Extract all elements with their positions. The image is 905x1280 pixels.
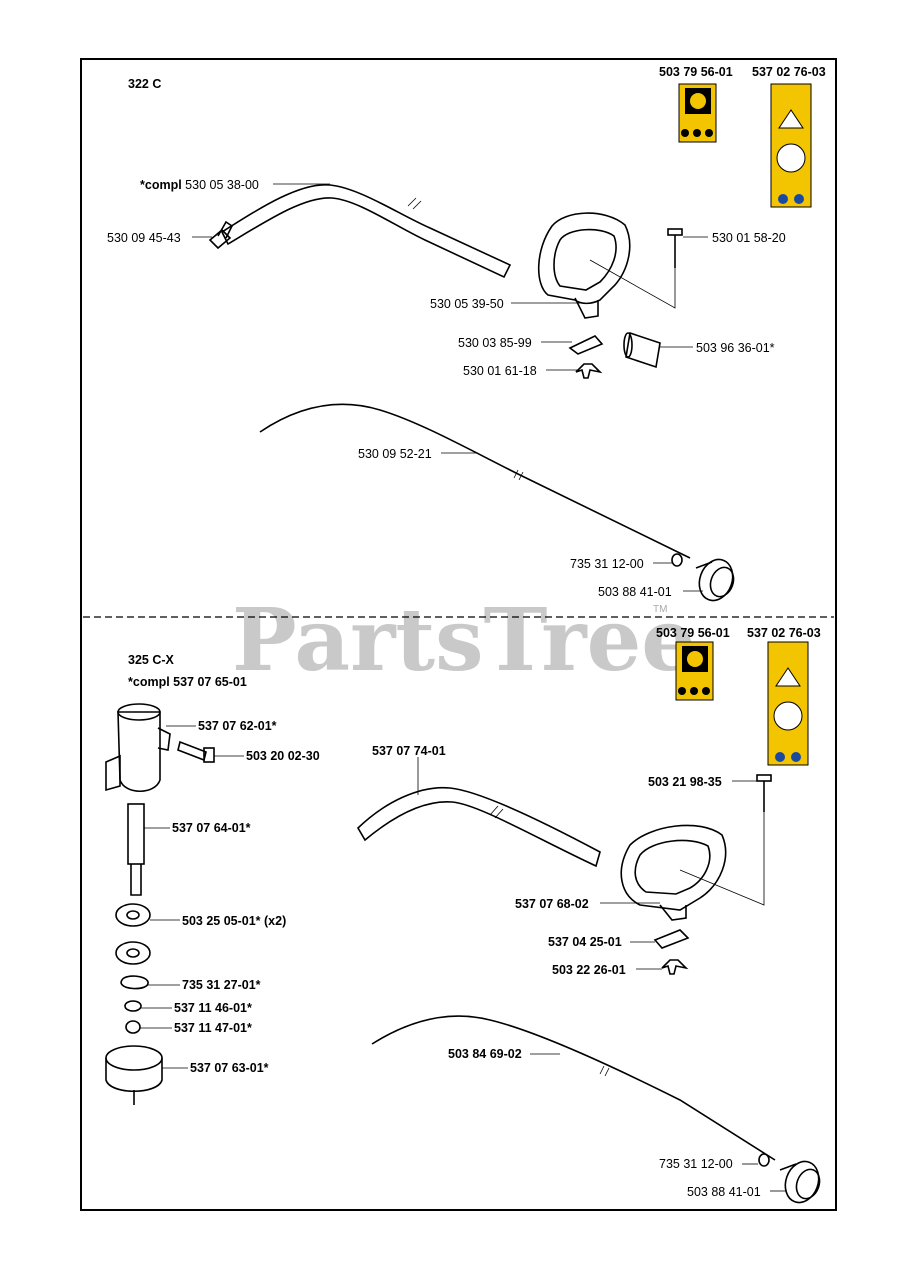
trademark: TM	[653, 604, 667, 615]
nut-325	[125, 1020, 141, 1034]
label-bearing-325: 503 25 05-01* (x2)	[182, 914, 286, 928]
tube-322	[220, 184, 512, 279]
label-washer-325: 537 11 46-01*	[174, 1001, 252, 1015]
label-tube-325: 537 07 74-01	[372, 744, 446, 758]
label-clamp-325: 537 04 25-01	[548, 935, 622, 949]
gear-housing-325	[105, 703, 171, 793]
label-screw-left-322: 530 09 45-43	[107, 231, 181, 245]
sleeve-322	[623, 331, 661, 369]
label-housing-325: 537 07 62-01*	[198, 719, 277, 733]
label-wing-nut-325: 503 22 26-01	[552, 963, 626, 977]
flex-shaft-325	[371, 1015, 776, 1161]
label-shaft-325: 503 84 69-02	[448, 1047, 522, 1061]
label-clip-322: 735 31 12-00	[570, 557, 644, 571]
model-title-325cx: 325 C-X	[128, 653, 175, 667]
compl-label-325cx: *compl 537 07 65-01	[128, 675, 247, 689]
decal-label-1: 503 79 56-01	[659, 65, 733, 79]
diagram-frame	[80, 58, 837, 1211]
label-housing-screw-325: 503 20 02-30	[246, 749, 320, 763]
label-clip-325: 735 31 12-00	[659, 1157, 733, 1171]
shaft-stub-325	[127, 803, 145, 896]
housing-screw-325	[177, 740, 215, 763]
model-title-322c: 322 C	[128, 77, 161, 91]
decal-label-1-325: 503 79 56-01	[656, 626, 730, 640]
clamp-322	[568, 335, 604, 355]
clamp-325	[653, 929, 690, 949]
bolt-325	[756, 774, 772, 812]
warning-decal-small-325	[675, 641, 714, 701]
label-nut-325: 537 11 47-01*	[174, 1021, 252, 1035]
decal-label-2-325: 537 02 76-03	[747, 626, 821, 640]
warning-decal-tall	[770, 83, 812, 208]
label-handle-325: 537 07 68-02	[515, 897, 589, 911]
bearing-325	[115, 903, 151, 965]
clip-322	[671, 553, 683, 567]
screw-left-322	[208, 220, 234, 250]
tube-325	[356, 786, 601, 868]
label-knob-322: 503 88 41-01	[598, 585, 672, 599]
knob-325	[779, 1160, 821, 1204]
handle-325	[620, 824, 727, 911]
watermark: PartsTree	[232, 590, 696, 691]
label-bolt-325: 503 21 98-35	[648, 775, 722, 789]
label-drive-325: 537 07 63-01*	[190, 1061, 269, 1075]
label-handle-322: 530 05 39-50	[430, 297, 504, 311]
flex-shaft-322	[259, 403, 691, 559]
label-knob-325: 503 88 41-01	[687, 1185, 761, 1199]
label-shaft-stub-325: 537 07 64-01*	[172, 821, 251, 835]
warning-decal-tall-325	[767, 641, 809, 766]
circlip-325	[120, 975, 149, 990]
label-tube-322: *compl 530 05 38-00	[140, 178, 259, 192]
clip-325	[758, 1153, 770, 1167]
decal-label-2: 537 02 76-03	[752, 65, 826, 79]
warning-decal-small	[678, 83, 717, 143]
washer-325	[124, 1000, 142, 1012]
section-325cx: 325 C-X *compl 537 07 65-01 503 79 56-01…	[105, 626, 821, 1204]
label-sleeve-322: 503 96 36-01*	[696, 341, 775, 355]
wing-nut-325	[661, 959, 689, 975]
label-circlip-325: 735 31 27-01*	[182, 978, 261, 992]
section-322c: 322 C 503 79 56-01 537 02 76-03	[107, 65, 826, 602]
label-clamp-322: 530 03 85-99	[458, 336, 532, 350]
bolt-322	[667, 228, 683, 268]
label-bolt-322: 530 01 58-20	[712, 231, 786, 245]
drive-325	[105, 1045, 163, 1105]
label-shaft-322: 530 09 52-21	[358, 447, 432, 461]
knob-322	[695, 558, 735, 602]
label-wing-nut-322: 530 01 61-18	[463, 364, 537, 378]
handle-322	[537, 212, 631, 305]
wing-nut-322	[575, 363, 603, 379]
